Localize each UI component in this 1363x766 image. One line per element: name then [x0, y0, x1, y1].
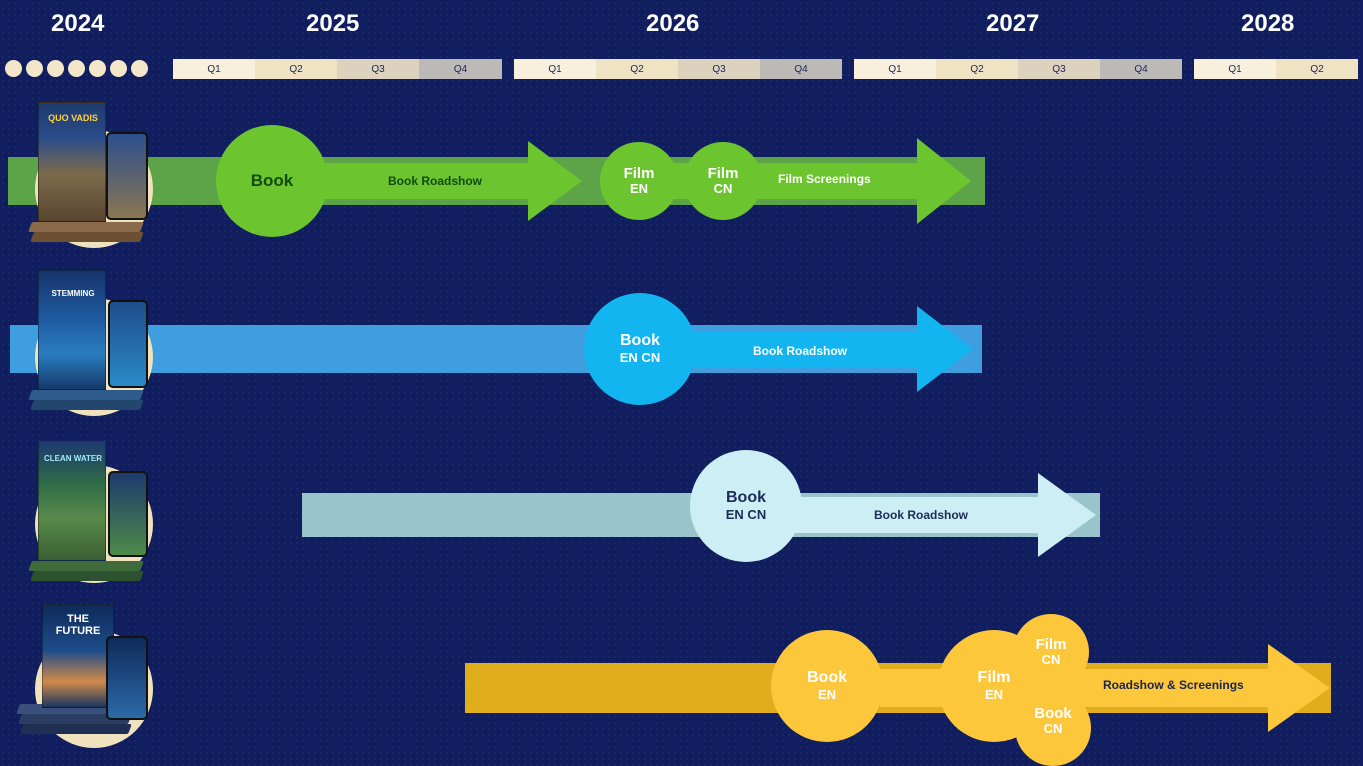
book-cover-image: QUO VADIS	[10, 100, 155, 260]
milestone-title: Film	[1035, 635, 1067, 653]
quarters-2025: Q1 Q2 Q3 Q4	[173, 59, 502, 79]
milestone-title: Book	[1034, 704, 1072, 722]
arrow-head	[917, 306, 973, 392]
quarter-cell: Q4	[1100, 59, 1182, 79]
quarters-2026: Q1 Q2 Q3 Q4	[514, 59, 842, 79]
quarter-dot	[5, 60, 22, 77]
quarter-cell: Q3	[678, 59, 760, 79]
book-cover-title: THE FUTURE	[55, 613, 101, 637]
quarter-cell: Q1	[854, 59, 936, 79]
arrow-head	[917, 138, 971, 224]
milestone-language: CN	[1041, 652, 1061, 668]
milestone-language: EN	[817, 686, 837, 702]
year-2027: 2027	[986, 10, 1040, 37]
quarter-cell: Q4	[419, 59, 502, 79]
quarters-2028: Q1 Q2	[1194, 59, 1358, 79]
arrow-head	[1268, 644, 1330, 732]
year-2026: 2026	[646, 10, 700, 37]
milestone-title: Book	[726, 489, 766, 507]
milestone-book-cn: Book CN	[1015, 690, 1091, 766]
quarter-dot	[68, 60, 85, 77]
milestone-film-en: Film EN	[600, 142, 678, 220]
quarter-cell: Q2	[1276, 59, 1358, 79]
quarter-cell: Q1	[514, 59, 596, 79]
milestone-book-en-cn: Book EN CN	[690, 450, 802, 562]
arrow-label-film-screenings: Film Screenings	[778, 172, 871, 186]
year-2028: 2028	[1241, 10, 1295, 37]
quarter-cell: Q1	[1194, 59, 1276, 79]
milestone-language: EN CN	[619, 349, 661, 365]
book-cover-title: STEMMING	[51, 289, 95, 298]
quarter-cell: Q2	[596, 59, 678, 79]
milestone-book-en-cn: Book EN CN	[584, 293, 696, 405]
arrow-label-book-roadshow: Book Roadshow	[874, 508, 969, 522]
quarter-cell: Q3	[1018, 59, 1100, 79]
quarter-dot	[47, 60, 64, 77]
quarter-dot	[131, 60, 148, 77]
milestone-title: Film	[623, 164, 655, 182]
quarter-dot	[89, 60, 106, 77]
milestone-language: EN	[984, 686, 1004, 702]
milestone-language: CN	[1043, 721, 1063, 737]
quarter-cell: Q4	[760, 59, 842, 79]
milestone-title: Film	[707, 164, 739, 182]
quarter-cell: Q1	[173, 59, 255, 79]
arrow-label-book-roadshow: Book Roadshow	[753, 344, 848, 358]
book-cover-title: CLEAN WATER	[43, 454, 103, 463]
milestone-film-cn: Film CN	[684, 142, 762, 220]
quarter-cell: Q3	[337, 59, 419, 79]
book-cover-image: CLEAN WATER	[10, 435, 155, 595]
book-cover-image: THE FUTURE	[10, 600, 155, 751]
quarter-cell: Q2	[255, 59, 337, 79]
arrow-head	[1038, 473, 1096, 557]
milestone-language: EN CN	[725, 506, 767, 522]
milestone-language: EN	[629, 181, 649, 197]
arrow-head	[528, 141, 582, 221]
year-2024-dots	[5, 60, 148, 77]
milestone-title: Book	[807, 669, 847, 687]
book-cover-title: QUO VADIS	[48, 113, 98, 123]
milestone-book-en: Book EN	[771, 630, 883, 742]
year-2024: 2024	[51, 10, 105, 37]
milestone-film-cn: Film CN	[1013, 614, 1089, 690]
milestone-title: Book	[250, 171, 294, 191]
quarter-cell: Q2	[936, 59, 1018, 79]
arrow-label-roadshow-screenings: Roadshow & Screenings	[1103, 678, 1244, 692]
quarter-dot	[26, 60, 43, 77]
year-2025: 2025	[306, 10, 360, 37]
arrow-shaft	[760, 497, 1042, 533]
arrow-label-book-roadshow: Book Roadshow	[388, 174, 483, 188]
milestone-title: Book	[620, 332, 660, 350]
quarter-dot	[110, 60, 127, 77]
milestone-title: Film	[977, 669, 1011, 687]
book-cover-image: STEMMING	[10, 268, 155, 428]
milestone-language: CN	[713, 181, 733, 197]
milestone-book: Book	[216, 125, 328, 237]
quarters-2027: Q1 Q2 Q3 Q4	[854, 59, 1182, 79]
